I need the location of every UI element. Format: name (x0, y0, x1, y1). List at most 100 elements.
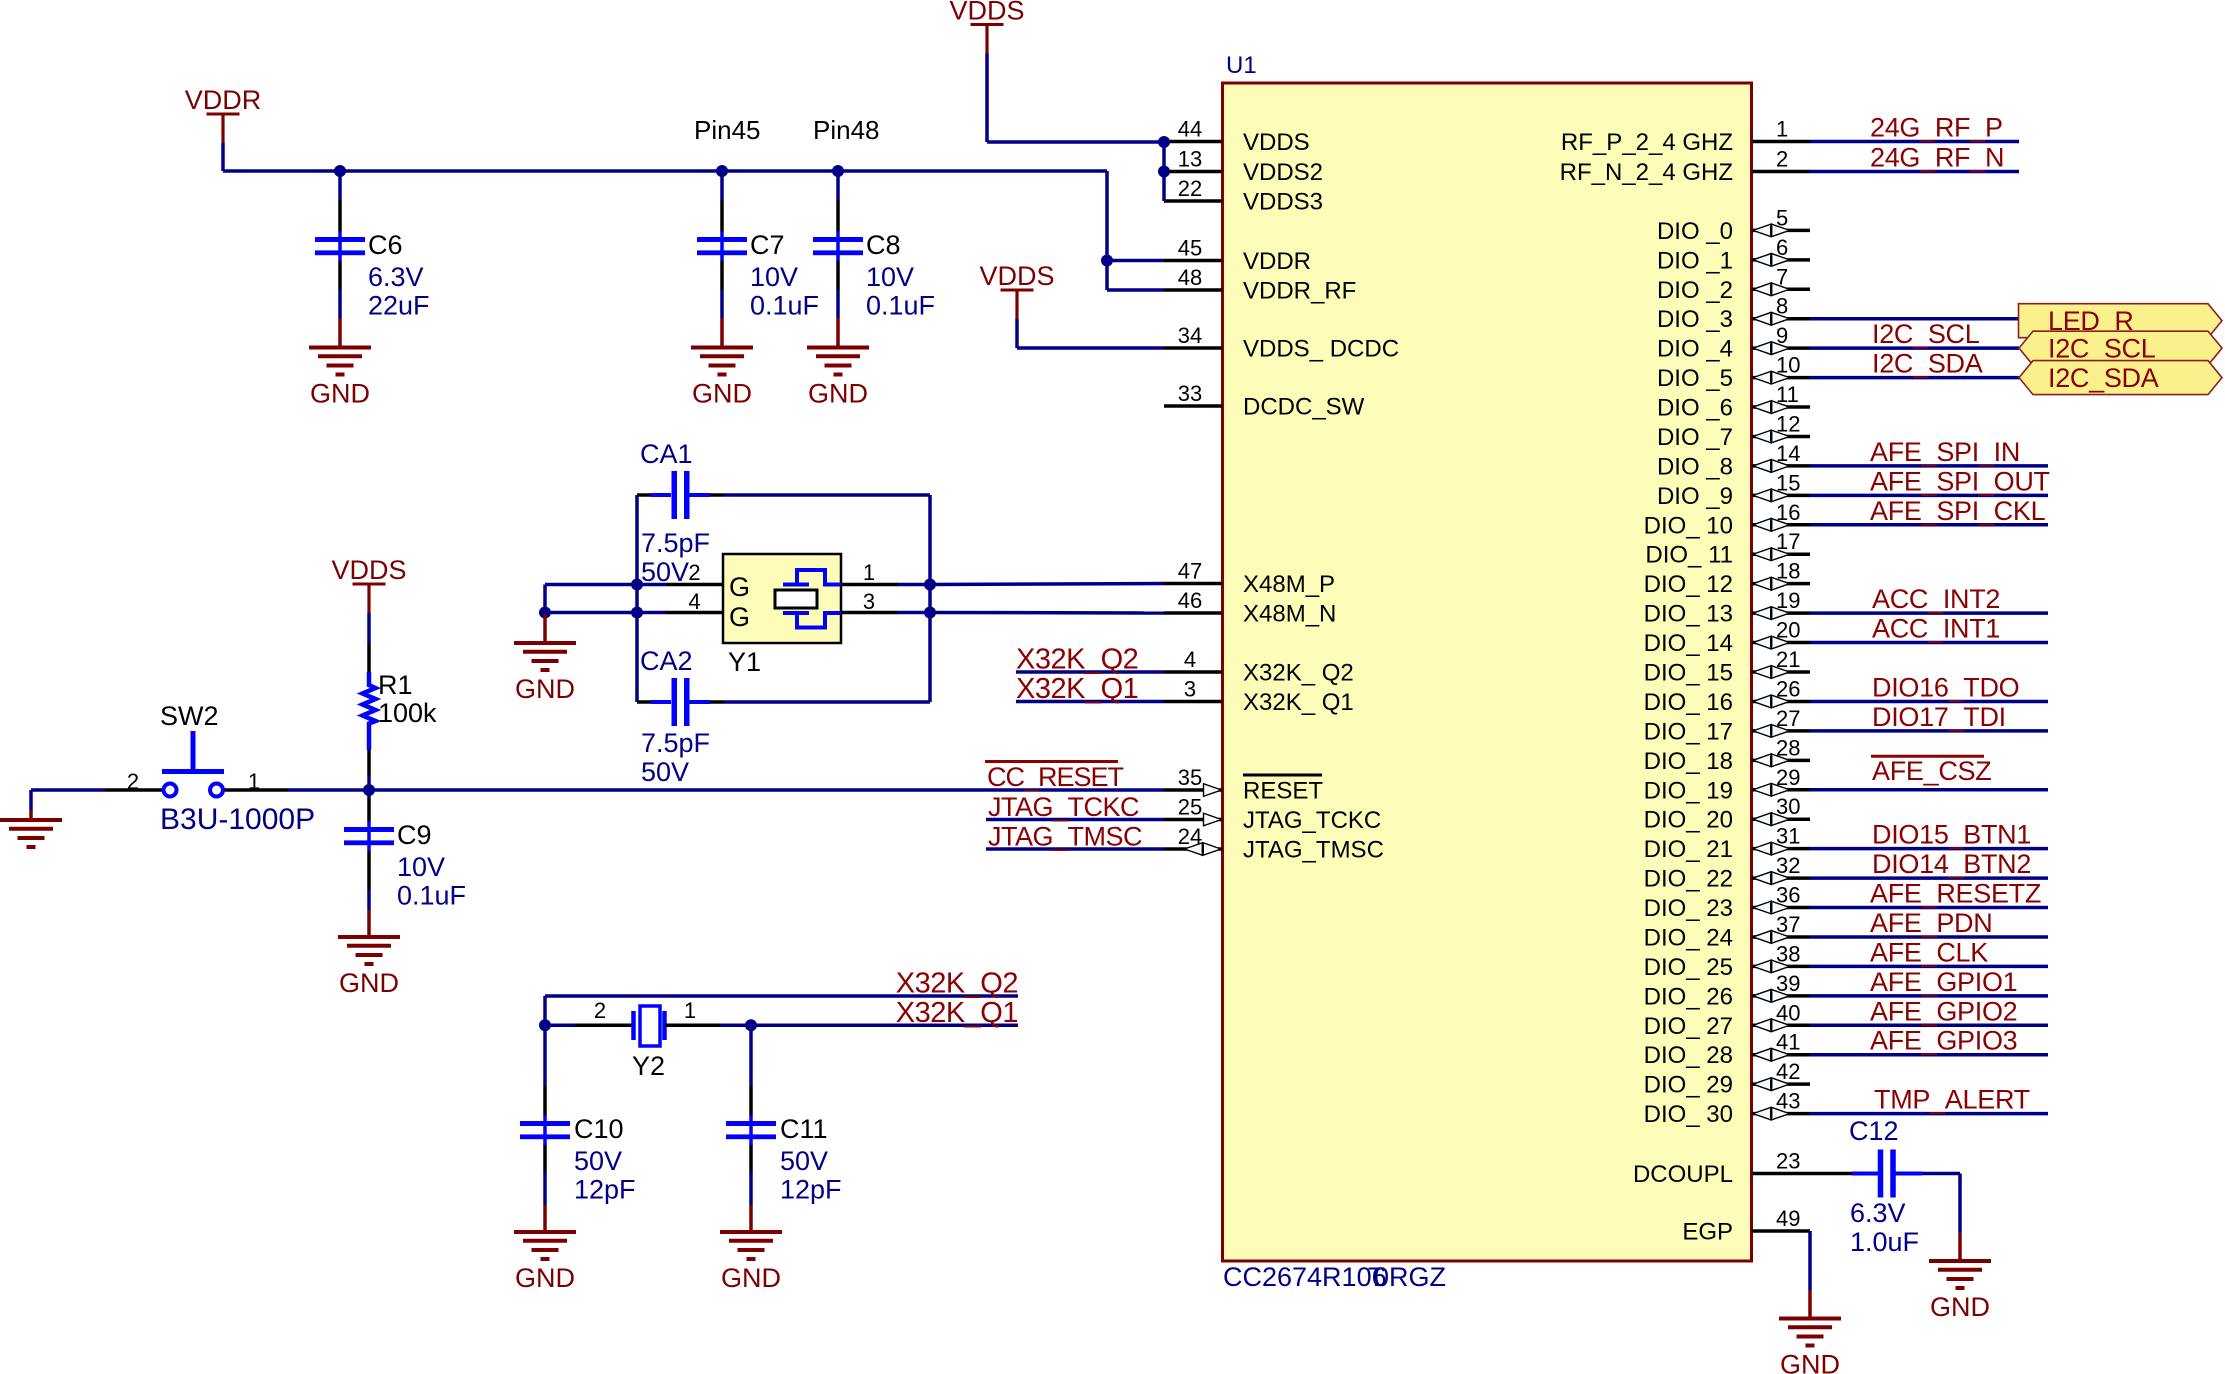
svg-text:I2C_SCL: I2C_SCL (1872, 319, 1980, 349)
svg-text:DIO _1: DIO _1 (1657, 247, 1733, 274)
svg-text:33: 33 (1178, 381, 1202, 406)
svg-text:16: 16 (1776, 500, 1800, 525)
svg-text:RF_P_2_4 GHZ: RF_P_2_4 GHZ (1561, 129, 1733, 156)
svg-text:0.1uF: 0.1uF (866, 291, 935, 321)
svg-text:24G_RF_P: 24G_RF_P (1870, 113, 2003, 143)
svg-text:DIO _8: DIO _8 (1657, 453, 1733, 480)
svg-text:32: 32 (1776, 853, 1800, 878)
svg-text:0.1uF: 0.1uF (750, 291, 819, 321)
svg-text:VDDR: VDDR (1243, 248, 1311, 275)
svg-text:VDDS: VDDS (979, 261, 1054, 291)
svg-text:11: 11 (1776, 382, 1799, 407)
svg-text:22: 22 (1178, 176, 1202, 201)
svg-text:1: 1 (863, 560, 875, 585)
svg-text:DIO _0: DIO _0 (1657, 218, 1733, 245)
svg-text:42: 42 (1776, 1059, 1800, 1084)
svg-text:AFE_GPIO3: AFE_GPIO3 (1870, 1026, 2017, 1056)
svg-text:GND: GND (1930, 1292, 1990, 1322)
svg-text:VDDS: VDDS (1243, 129, 1310, 156)
svg-text:GND: GND (1780, 1350, 1840, 1374)
svg-text:DIO _9: DIO _9 (1657, 483, 1733, 510)
svg-text:46: 46 (1178, 588, 1202, 613)
svg-text:2: 2 (127, 769, 139, 794)
svg-text:Y2: Y2 (632, 1051, 665, 1081)
svg-text:13: 13 (1178, 147, 1202, 172)
svg-text:1.0uF: 1.0uF (1850, 1227, 1919, 1257)
svg-text:AFE_RESETZ: AFE_RESETZ (1870, 879, 2041, 909)
svg-text:AFE_GPIO1: AFE_GPIO1 (1870, 967, 2017, 997)
svg-text:3: 3 (1184, 677, 1196, 702)
svg-text:7.5pF: 7.5pF (641, 528, 710, 558)
svg-text:C11: C11 (780, 1114, 828, 1144)
svg-text:RF_N_2_4 GHZ: RF_N_2_4 GHZ (1560, 159, 1733, 186)
svg-text:DIO_ 27: DIO_ 27 (1644, 1013, 1733, 1040)
svg-text:GND: GND (515, 1263, 575, 1293)
svg-text:DIO_ 16: DIO_ 16 (1644, 689, 1733, 716)
svg-text:X48M_N: X48M_N (1243, 601, 1336, 628)
svg-text:VDDS3: VDDS3 (1243, 189, 1323, 216)
svg-text:27: 27 (1776, 706, 1800, 731)
svg-text:DIO _6: DIO _6 (1657, 395, 1733, 422)
svg-text:DIO_ 30: DIO_ 30 (1644, 1101, 1733, 1128)
svg-text:1: 1 (248, 769, 260, 794)
svg-text:G: G (729, 572, 750, 602)
svg-text:C6: C6 (368, 230, 403, 260)
svg-text:DIO_ 26: DIO_ 26 (1644, 983, 1733, 1010)
svg-text:8: 8 (1776, 294, 1788, 319)
svg-text:DIO17_TDI: DIO17_TDI (1872, 702, 2006, 732)
svg-text:AFE_SPI_OUT: AFE_SPI_OUT (1870, 466, 2050, 496)
svg-text:1: 1 (1776, 117, 1788, 142)
svg-text:ACC_INT1: ACC_INT1 (1872, 614, 2000, 644)
svg-text:44: 44 (1178, 117, 1202, 142)
svg-text:DCOUPL: DCOUPL (1633, 1161, 1733, 1188)
svg-text:50V: 50V (641, 757, 689, 787)
svg-text:Pin45: Pin45 (694, 115, 761, 145)
svg-text:CC_RESET: CC_RESET (987, 762, 1124, 792)
svg-text:GND: GND (692, 379, 752, 409)
svg-text:X32K_Q2: X32K_Q2 (896, 968, 1018, 1000)
svg-text:23: 23 (1776, 1149, 1800, 1174)
svg-text:9: 9 (1776, 323, 1788, 348)
svg-text:12: 12 (1776, 411, 1800, 436)
svg-text:X32K_Q2: X32K_Q2 (1016, 644, 1138, 676)
svg-text:C12: C12 (1849, 1116, 1899, 1146)
svg-text:100k: 100k (378, 698, 437, 728)
svg-text:X32K_ Q1: X32K_ Q1 (1243, 689, 1354, 716)
svg-text:JTAG_TMSC: JTAG_TMSC (988, 822, 1142, 852)
svg-text:C10: C10 (574, 1114, 624, 1144)
svg-text:DIO_ 21: DIO_ 21 (1644, 836, 1733, 863)
svg-text:X48M_P: X48M_P (1243, 571, 1335, 598)
svg-text:DIO_ 18: DIO_ 18 (1644, 748, 1733, 775)
svg-text:AFE_CLK: AFE_CLK (1870, 937, 1988, 967)
svg-text:U1: U1 (1226, 52, 1257, 79)
svg-text:1: 1 (684, 998, 696, 1023)
svg-text:VDDR_RF: VDDR_RF (1243, 278, 1356, 305)
svg-text:50V: 50V (641, 557, 689, 587)
svg-text:DIO _2: DIO _2 (1657, 277, 1733, 304)
svg-text:DIO _4: DIO _4 (1657, 336, 1733, 363)
svg-text:7.5pF: 7.5pF (641, 728, 710, 758)
svg-text:JTAG_TCKC: JTAG_TCKC (988, 792, 1139, 822)
svg-text:VDDS: VDDS (949, 0, 1024, 26)
svg-text:C9: C9 (397, 820, 432, 850)
svg-text:DIO_ 23: DIO_ 23 (1644, 895, 1733, 922)
svg-text:43: 43 (1776, 1089, 1800, 1114)
svg-text:10V: 10V (750, 262, 798, 292)
svg-text:26: 26 (1776, 676, 1800, 701)
svg-text:AFE_SPI_IN: AFE_SPI_IN (1870, 437, 2020, 467)
svg-text:VDDS2: VDDS2 (1243, 159, 1323, 186)
svg-text:24G_RF_N: 24G_RF_N (1870, 143, 2004, 173)
svg-text:19: 19 (1776, 588, 1800, 613)
svg-text:25: 25 (1178, 795, 1202, 820)
svg-text:21: 21 (1776, 647, 1800, 672)
svg-text:DIO_ 20: DIO_ 20 (1644, 807, 1733, 834)
svg-text:VDDS_ DCDC: VDDS_ DCDC (1243, 336, 1399, 363)
svg-text:40: 40 (1776, 1000, 1800, 1025)
svg-text:6: 6 (1776, 235, 1788, 260)
svg-text:X32K_Q1: X32K_Q1 (896, 997, 1018, 1029)
svg-text:DIO_ 22: DIO_ 22 (1644, 866, 1733, 893)
svg-text:DIO16_TDO: DIO16_TDO (1872, 672, 2019, 702)
svg-text:20: 20 (1776, 618, 1800, 643)
svg-text:36: 36 (1776, 883, 1800, 908)
svg-text:I2C_SDA: I2C_SDA (2048, 363, 2159, 393)
